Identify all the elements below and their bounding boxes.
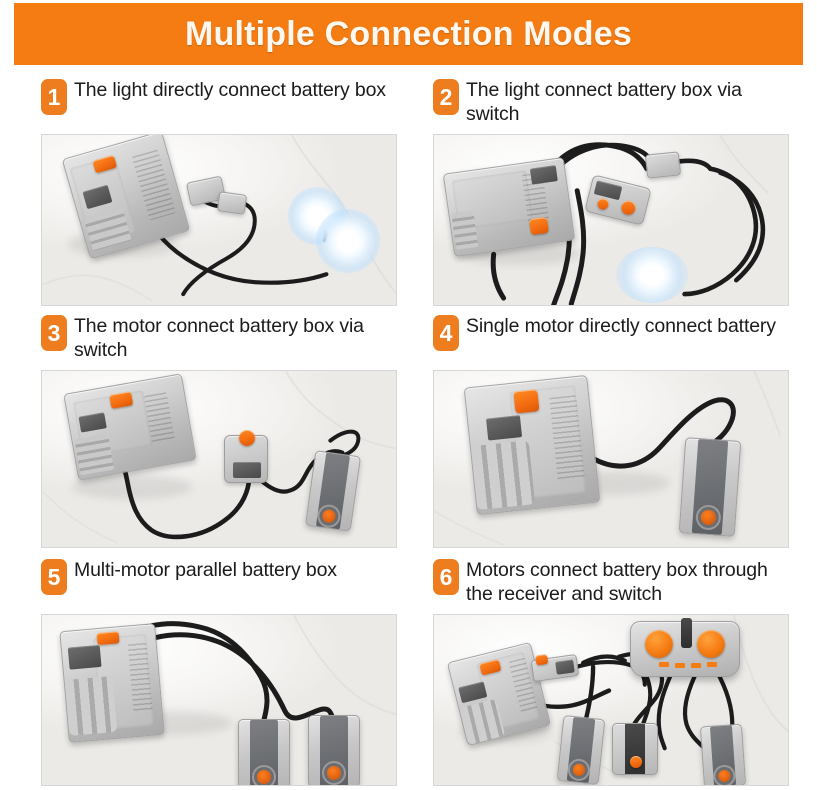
- m-motor: [678, 437, 742, 537]
- remote-dial-right: [697, 630, 725, 658]
- mode-number-badge-2: 2: [433, 79, 459, 115]
- motor-axle: [257, 770, 271, 784]
- mode-caption-text-6: Motors connect battery box through the r…: [466, 559, 768, 605]
- m-motor-1: [238, 719, 290, 785]
- mode-caption-text-4: Single motor directly connect battery: [466, 315, 776, 337]
- mode-caption-text-5: Multi-motor parallel battery box: [74, 559, 337, 581]
- mode-caption-2: 2 The light connect battery box via swit…: [433, 78, 789, 134]
- m-motor-2: [308, 715, 360, 785]
- channel-button-4: [707, 662, 717, 667]
- marble-vein: [42, 371, 396, 547]
- mode-number-badge-4: 4: [433, 315, 459, 351]
- remote-antenna-icon: [681, 618, 692, 648]
- mode-card-4: 4 Single motor directly connect battery: [433, 314, 789, 548]
- mode-photo-3: [41, 370, 397, 548]
- mode-card-3: 3 The motor connect battery box via swit…: [41, 314, 397, 548]
- battery-box: [59, 623, 165, 743]
- battery-box-vents: [132, 149, 176, 220]
- channel-button-2: [675, 663, 685, 668]
- motor-axle: [327, 766, 341, 780]
- mode-photo-5: [41, 614, 397, 786]
- mode-card-5: 5 Multi-motor parallel battery box: [41, 558, 397, 786]
- mode-card-1: 1 The light directly connect battery box: [41, 78, 397, 306]
- marble-vein: [42, 615, 396, 785]
- ir-remote: [630, 618, 740, 677]
- led-light-2: [316, 209, 380, 273]
- mode-caption-text-2: The light connect battery box via switch: [466, 79, 742, 125]
- marble-vein: [434, 371, 788, 547]
- led-light: [616, 247, 688, 303]
- mode-number-badge-6: 6: [433, 559, 459, 595]
- switch-knob: [239, 430, 255, 446]
- mode-caption-text-1: The light directly connect battery box: [74, 79, 386, 101]
- battery-box-axle-holes: [64, 675, 118, 736]
- mode-card-6: 6 Motors connect battery box through the…: [433, 558, 789, 786]
- ir-receiver: [612, 723, 658, 775]
- channel-button-1: [659, 662, 669, 667]
- battery-switch-knob: [528, 216, 549, 236]
- battery-box-port: [67, 644, 102, 670]
- marble-vein: [434, 135, 788, 305]
- battery-box-port: [458, 681, 488, 704]
- channel-button-3: [691, 663, 701, 668]
- battery-box-port: [529, 165, 558, 185]
- battery-switch-knob: [513, 389, 540, 414]
- mode-caption-3: 3 The motor connect battery box via swit…: [41, 314, 397, 370]
- mode-photo-2: [433, 134, 789, 306]
- receiver-indicator: [630, 756, 642, 768]
- battery-box: [442, 156, 576, 258]
- battery-box-port: [485, 415, 523, 441]
- mode-caption-text-3: The motor connect battery box via switch: [74, 315, 364, 361]
- battery-box: [463, 374, 601, 516]
- switch-module: [224, 430, 268, 483]
- mode-caption-4: 4 Single motor directly connect battery: [433, 314, 789, 370]
- mode-photo-4: [433, 370, 789, 548]
- m-motor-2: [699, 723, 747, 785]
- mode-caption-5: 5 Multi-motor parallel battery box: [41, 558, 397, 614]
- header-banner: Multiple Connection Modes: [14, 3, 803, 65]
- mode-caption-1: 1 The light directly connect battery box: [41, 78, 397, 134]
- extension-connector: [644, 151, 682, 179]
- switch-port: [555, 659, 575, 675]
- switch-knob-left: [596, 197, 610, 211]
- mode-card-2: 2 The light connect battery box via swit…: [433, 78, 789, 306]
- mode-caption-6: 6 Motors connect battery box through the…: [433, 558, 789, 614]
- mode-photo-1: [41, 134, 397, 306]
- mode-photo-6: [433, 614, 789, 786]
- light-connector-brick-2: [216, 191, 248, 215]
- mode-number-badge-1: 1: [41, 79, 67, 115]
- switch-port: [233, 462, 261, 478]
- mode-number-badge-5: 5: [41, 559, 67, 595]
- switch-knob: [535, 653, 549, 666]
- battery-switch-knob: [96, 631, 120, 646]
- m-motor-1: [556, 714, 606, 785]
- battery-box-studs: [74, 433, 115, 476]
- battery-box-axle-holes: [470, 440, 536, 511]
- switch-knob-right: [619, 199, 637, 217]
- modes-grid: 1 The light directly connect battery box: [0, 70, 817, 790]
- mode-number-badge-3: 3: [41, 315, 67, 351]
- page-title: Multiple Connection Modes: [185, 14, 632, 53]
- remote-dial-left: [645, 630, 673, 658]
- switch-port: [593, 180, 623, 201]
